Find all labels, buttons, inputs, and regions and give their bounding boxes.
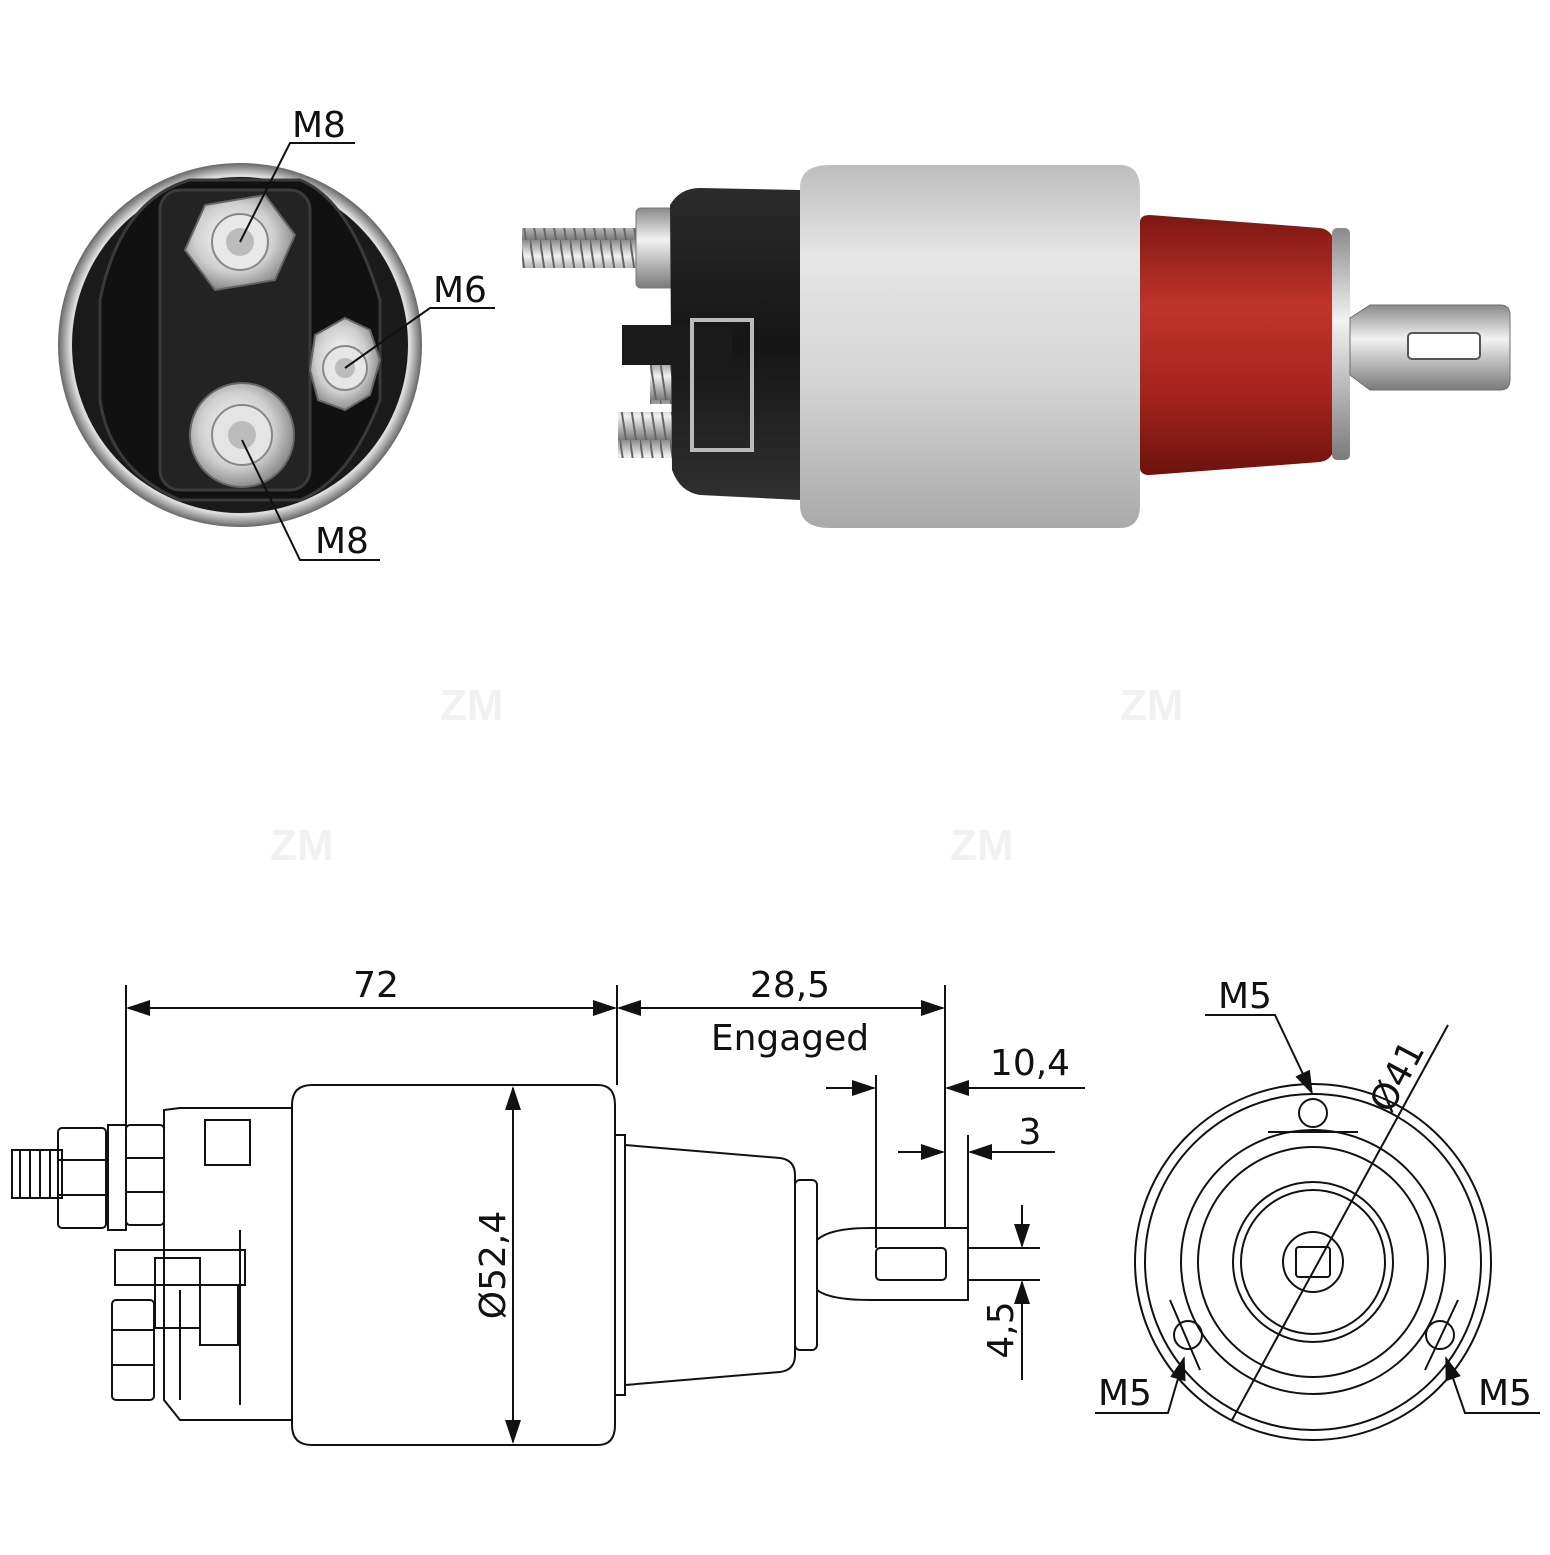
plunger-washer (1332, 228, 1350, 460)
dim-length-label: 72 (353, 965, 399, 1006)
leader-line (1205, 1014, 1313, 1095)
end-dimensions (1095, 1014, 1540, 1414)
top-stud-nut (635, 207, 677, 289)
drawing-nut (57, 1127, 107, 1229)
side-dimension-labels: 72 28,5 Engaged 10,4 3 4,5 Ø52,4 (353, 965, 1070, 1359)
end-photo: M8 M6 M8 (58, 105, 495, 562)
hole-left-label: M5 (1098, 1373, 1152, 1414)
hole-right-label: M5 (1478, 1373, 1532, 1414)
side-photo (522, 165, 1511, 528)
bracket-strap (690, 318, 754, 452)
leader-line (241, 439, 380, 561)
hole-top-label: M5 (1218, 976, 1272, 1017)
end-outer-circle (1134, 1083, 1492, 1441)
dim-slot-offset-label: 3 (1019, 1112, 1042, 1153)
top-stud (522, 228, 642, 268)
housing-body (800, 165, 1140, 528)
leader-line (1095, 1356, 1186, 1414)
drawing-housing (291, 1084, 616, 1446)
dim-slot-width-label: 4,5 (981, 1301, 1022, 1358)
dim-stroke-note: Engaged (711, 1018, 869, 1059)
bolt-hole-left (1173, 1320, 1203, 1350)
bottom-terminal-nut (189, 382, 295, 488)
dim-offset-label: 10,4 (990, 1043, 1070, 1084)
side-terminal-nut (308, 316, 382, 412)
terminal-cap (670, 188, 800, 500)
bolt-circle-line (1231, 1024, 1449, 1421)
end-mid-circle (1180, 1129, 1446, 1395)
bolt-circle-label: Ø41 (1362, 1034, 1433, 1119)
drawing-plunger (816, 1227, 969, 1301)
end-drawing (1134, 1024, 1492, 1441)
drawing-slot (875, 1247, 947, 1281)
dim-diameter-label: Ø52,4 (473, 1211, 514, 1320)
label-m8-top: M8 (292, 105, 346, 146)
leader-line (239, 142, 355, 243)
watermark-text: ZM (440, 681, 504, 730)
drawing-stud (11, 1149, 63, 1199)
leader-line (1445, 1356, 1540, 1414)
side-dimensions (126, 1000, 1085, 1444)
plunger-slot (1407, 332, 1481, 360)
end-inner-circle (1232, 1181, 1394, 1343)
rubber-boot (1140, 215, 1335, 475)
label-m6: M6 (433, 270, 487, 311)
watermark-text: ZM (270, 821, 334, 870)
side-drawing (11, 985, 1040, 1446)
watermark-text: ZM (1120, 681, 1184, 730)
drawing-boot (624, 1143, 796, 1387)
end-plunger-circle (1282, 1231, 1344, 1293)
bolt-hole-top (1298, 1098, 1328, 1128)
cap-tab (622, 325, 732, 365)
label-m8-bottom: M8 (315, 521, 369, 562)
bolt-hole-right (1425, 1320, 1455, 1350)
dim-stroke-label: 28,5 (750, 965, 830, 1006)
drawing-cap (163, 1107, 293, 1421)
leader-line (344, 307, 495, 369)
watermark-text: ZM (950, 821, 1014, 870)
